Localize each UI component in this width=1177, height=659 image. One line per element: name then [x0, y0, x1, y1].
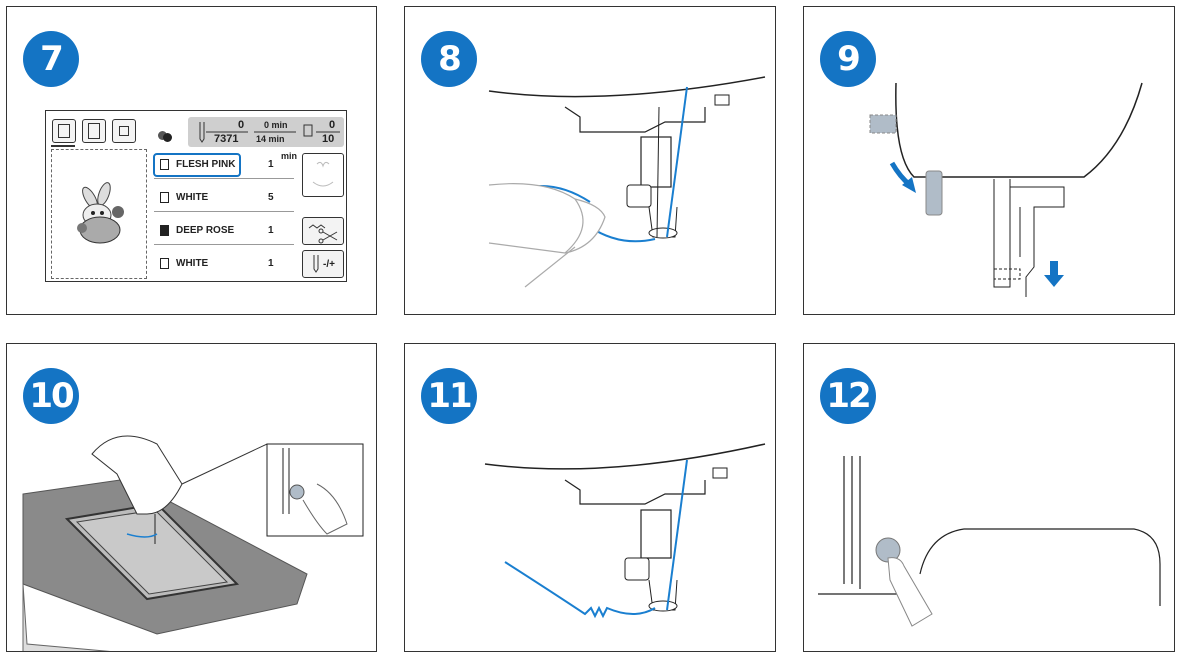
- panel-step-11: 11: [404, 343, 776, 652]
- pattern-thumbnail-icon: [312, 161, 334, 187]
- start-stop-button-illustration: [818, 456, 1161, 627]
- selected-thread-highlight: [153, 153, 241, 177]
- panel-step-7: 7 0 7371 0 min 14 min 0 10: [6, 6, 377, 315]
- panel-step-10: 10: [6, 343, 377, 652]
- panel-step-12: 12: [803, 343, 1175, 652]
- presser-foot-thread-illustration: [488, 76, 766, 288]
- status-bar: 0 7371 0 min 14 min 0 10: [188, 117, 344, 147]
- presser-foot-lever-illustration: [869, 82, 1143, 297]
- thread-row-2[interactable]: WHITE 5: [154, 184, 294, 212]
- thread-row-4[interactable]: WHITE 1: [154, 250, 294, 278]
- thread-count: 1: [268, 159, 274, 170]
- stitch-count-now: 0: [238, 119, 245, 131]
- needle-button-label: -/+: [323, 259, 335, 270]
- panel-step-9: 9: [803, 6, 1175, 315]
- pattern-preview: [51, 149, 147, 279]
- color-preview-box: [302, 153, 344, 197]
- step-badge-7: 7: [23, 31, 79, 87]
- embroidery-frame-illustration: [22, 435, 364, 651]
- frame-size-button-small[interactable]: [52, 119, 76, 143]
- color-total: 10: [322, 133, 335, 145]
- color-now: 0: [329, 119, 336, 131]
- needle-position-button[interactable]: -/+: [302, 250, 344, 278]
- needle-small-icon: [313, 255, 319, 273]
- time-now: 0 min: [264, 120, 288, 130]
- trim-button[interactable]: [302, 217, 344, 245]
- spool-icon: [160, 192, 169, 203]
- thread-count: 1: [268, 225, 274, 236]
- thread-count: 5: [268, 192, 274, 203]
- spool-icon: [160, 159, 169, 170]
- thread-name: DEEP ROSE: [176, 225, 235, 236]
- thread-name: FLESH PINK: [176, 159, 236, 170]
- thread-spools-icon: [158, 131, 172, 142]
- thread-row-3[interactable]: DEEP ROSE 1: [154, 217, 294, 245]
- frame-size-button-large[interactable]: [112, 119, 136, 143]
- needle-icon: [199, 122, 340, 143]
- selected-indicator: [51, 145, 75, 147]
- frame-size-button-medium[interactable]: [82, 119, 106, 143]
- step-badge-10: 10: [23, 368, 79, 424]
- thread-row-1[interactable]: FLESH PINK 1: [154, 151, 294, 179]
- thread-name: WHITE: [176, 258, 209, 269]
- lcd-screen: 0 7371 0 min 14 min 0 10 FLESH PINK 1: [45, 110, 347, 282]
- step-badge-9: 9: [820, 31, 876, 87]
- spool-icon: [160, 258, 169, 269]
- step-badge-12: 12: [820, 368, 876, 424]
- stitch-start-illustration: [484, 443, 766, 619]
- thread-name: WHITE: [176, 192, 209, 203]
- step-badge-11: 11: [421, 368, 477, 424]
- panel-step-8: 8: [404, 6, 776, 315]
- step-badge-8: 8: [421, 31, 477, 87]
- stitch-count-total: 7371: [214, 133, 239, 145]
- time-unit-label: min: [281, 151, 298, 161]
- thread-count: 1: [268, 258, 274, 269]
- time-total: 14 min: [256, 134, 285, 144]
- rabbit-pattern-icon: [77, 182, 124, 244]
- spool-icon: [160, 225, 169, 236]
- scissors-icon: [308, 224, 338, 244]
